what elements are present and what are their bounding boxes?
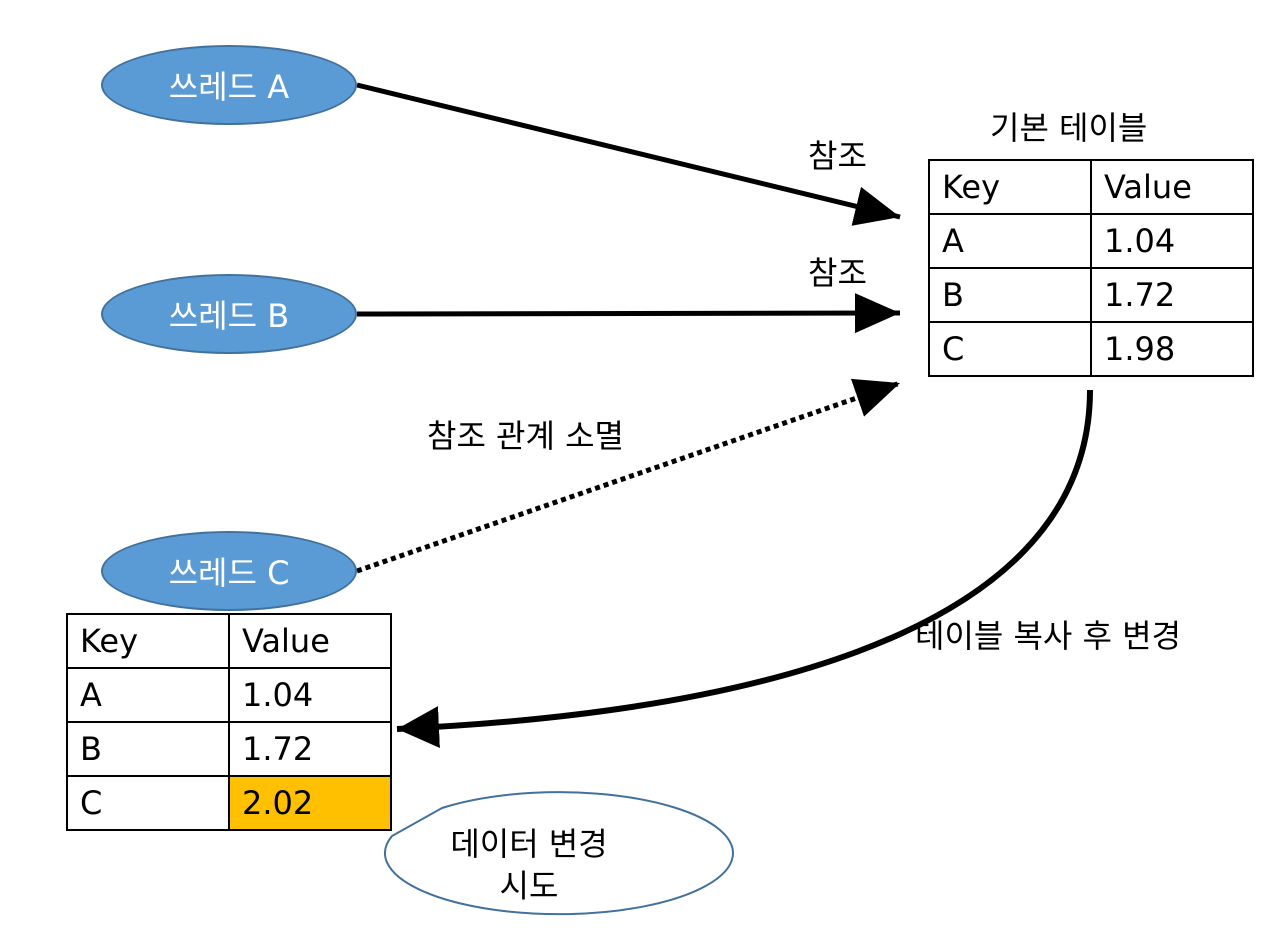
thread-a-ellipse: 쓰레드 A (101, 45, 357, 125)
base-table-header-row: Key Value (928, 159, 1254, 215)
thread-b-label: 쓰레드 B (168, 297, 290, 335)
table-row: C 2.02 (66, 775, 392, 831)
base-table: Key Value A 1.04 B 1.72 C 1.98 (928, 159, 1254, 377)
table-row: A 1.04 (928, 213, 1254, 269)
base-table-header-key: Key (928, 159, 1092, 215)
ref-label-a: 참조 (808, 137, 867, 175)
base-table-title: 기본 테이블 (990, 109, 1148, 147)
base-table-value-cell: 1.04 (1090, 213, 1254, 269)
base-table-header-value: Value (1090, 159, 1254, 215)
copy-table-key-cell: B (66, 721, 230, 777)
arrow-copy-curve (396, 389, 1093, 749)
copy-table: Key Value A 1.04 B 1.72 C 2.02 (66, 613, 392, 831)
callout-line-2: 시도 (499, 867, 559, 905)
base-table-key-cell: C (928, 321, 1092, 377)
copy-table-key-cell: C (66, 775, 230, 831)
copy-table-header-key: Key (66, 613, 230, 669)
base-table-key-cell: B (928, 267, 1092, 323)
callout-line-1: 데이터 변경 (450, 825, 608, 863)
table-row: C 1.98 (928, 321, 1254, 377)
callout-bubble (384, 791, 734, 916)
ref-lost-label: 참조 관계 소멸 (427, 417, 624, 455)
copy-table-value-cell: 1.04 (228, 667, 392, 723)
table-row: B 1.72 (66, 721, 392, 777)
copy-table-changed-value-cell: 2.02 (228, 775, 392, 831)
base-table-key-cell: A (928, 213, 1092, 269)
copy-table-header-value: Value (228, 613, 392, 669)
base-table-value-cell: 1.72 (1090, 267, 1254, 323)
thread-b-ellipse: 쓰레드 B (101, 274, 357, 354)
callout-text: 데이터 변경 시도 (400, 823, 658, 907)
copy-table-header-row: Key Value (66, 613, 392, 669)
table-row: A 1.04 (66, 667, 392, 723)
arrow-thread-b-to-table (356, 293, 901, 334)
copy-table-key-cell: A (66, 667, 230, 723)
thread-c-ellipse: 쓰레드 C (101, 531, 357, 611)
arrow-thread-c-dotted (356, 378, 901, 574)
ref-label-b: 참조 (808, 254, 867, 292)
table-row: B 1.72 (928, 267, 1254, 323)
arrow-thread-a-to-table (356, 82, 901, 226)
thread-c-label: 쓰레드 C (168, 554, 290, 592)
copy-change-label: 테이블 복사 후 변경 (915, 617, 1182, 655)
thread-a-label: 쓰레드 A (168, 68, 290, 106)
base-table-value-cell: 1.98 (1090, 321, 1254, 377)
copy-table-value-cell: 1.72 (228, 721, 392, 777)
